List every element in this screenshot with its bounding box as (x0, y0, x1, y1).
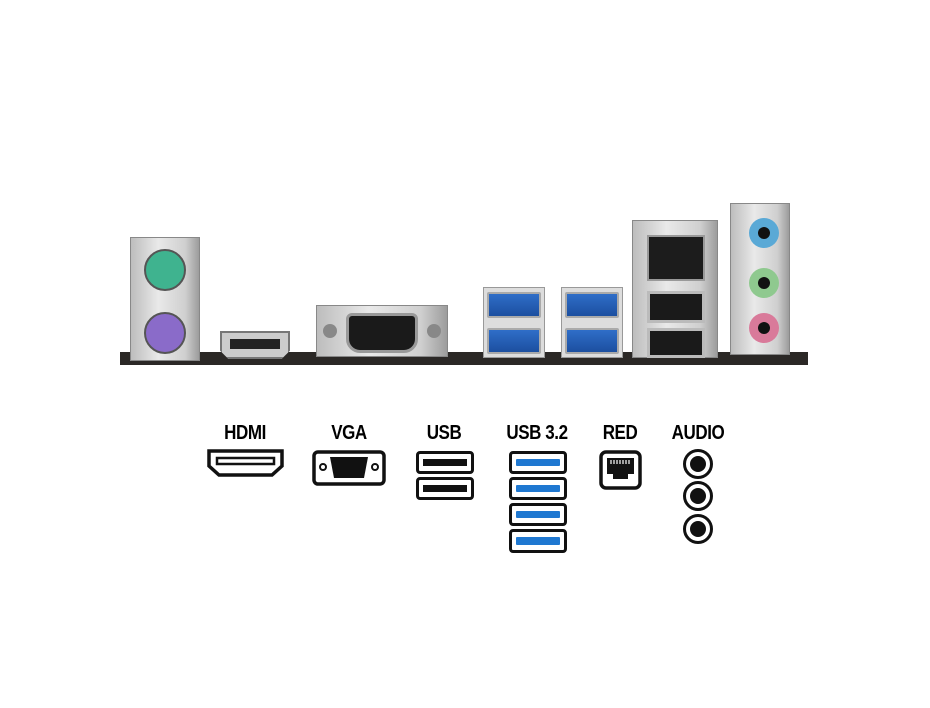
ps2-keyboard-port (144, 249, 186, 291)
legend-label-red: RED (602, 422, 638, 444)
legend-label-usb: USB (426, 422, 462, 444)
usb3-icon (509, 503, 567, 526)
hdmi-icon (207, 449, 284, 477)
vga-icon (312, 450, 386, 486)
audio-line-out-jack (749, 268, 779, 298)
legend-label-vga: VGA (331, 422, 367, 444)
usb-icon (416, 451, 474, 474)
legend-label-hdmi: HDMI (224, 422, 266, 444)
usb3-icon (509, 451, 567, 474)
audio-mic-jack (749, 313, 779, 343)
audio-jack-icon (683, 514, 713, 544)
vga-port (316, 305, 448, 357)
usb-port (647, 291, 705, 323)
usb-icon (416, 477, 474, 500)
usb3-port-stack-2 (561, 287, 623, 358)
audio-jack-icon (683, 481, 713, 511)
audio-jack-icon (683, 449, 713, 479)
usb3-port-stack-1 (483, 287, 545, 358)
audio-line-in-jack (749, 218, 779, 248)
usb-port (647, 328, 705, 358)
audio-jack-block (730, 203, 790, 355)
ps2-port-block (130, 237, 200, 361)
usb3-icon (509, 529, 567, 553)
legend-label-audio: AUDIO (671, 422, 725, 444)
ps2-mouse-port (144, 312, 186, 354)
ethernet-icon (599, 450, 642, 490)
ethernet-port (647, 235, 705, 281)
lan-usb-block (632, 220, 718, 358)
legend-label-usb32: USB 3.2 (506, 422, 568, 444)
usb3-icon (509, 477, 567, 500)
hdmi-port (220, 331, 290, 359)
